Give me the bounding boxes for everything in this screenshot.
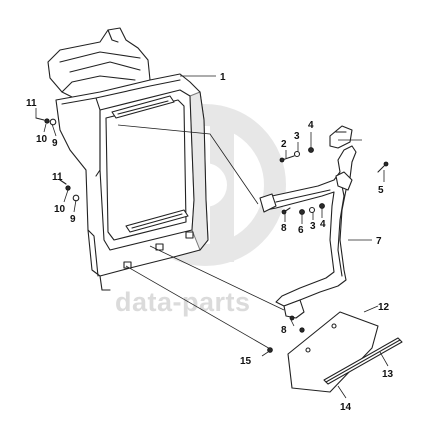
callout-10-lower: 10 (54, 204, 66, 215)
callout-8-lower: 8 (281, 325, 287, 336)
callout-7: 7 (376, 236, 382, 247)
callout-5: 5 (378, 185, 384, 196)
callout-3: 3 (294, 131, 300, 142)
callout-9-lower: 9 (70, 214, 76, 225)
callout-15: 15 (240, 356, 252, 367)
callout-labels: 1 2 3 4 5 6 3 4 7 8 8 9 9 10 10 11 11 12… (26, 72, 394, 413)
callout-10-upper: 10 (36, 134, 48, 145)
assembly-lines (117, 124, 285, 351)
hardware (35, 117, 389, 353)
callout-12: 12 (378, 302, 390, 313)
callout-1: 1 (220, 72, 226, 83)
callout-11-lower: 11 (52, 172, 63, 183)
callout-2: 2 (281, 139, 287, 150)
mud-flap (287, 311, 379, 393)
callout-6: 6 (298, 225, 304, 236)
edge-strip (323, 337, 403, 385)
tube-frame (259, 125, 357, 319)
callout-4-lower: 4 (320, 219, 326, 230)
callout-4: 4 (308, 120, 314, 131)
callout-8-upper: 8 (281, 223, 287, 234)
callout-13: 13 (382, 369, 394, 380)
callout-9-upper: 9 (52, 138, 58, 149)
leader-lines (35, 75, 389, 399)
callout-14: 14 (340, 402, 352, 413)
watermark-text: data-parts (115, 287, 251, 317)
callout-11-upper: 11 (26, 98, 37, 109)
seat-back-panel (47, 27, 209, 291)
callout-3-lower: 3 (310, 221, 316, 232)
